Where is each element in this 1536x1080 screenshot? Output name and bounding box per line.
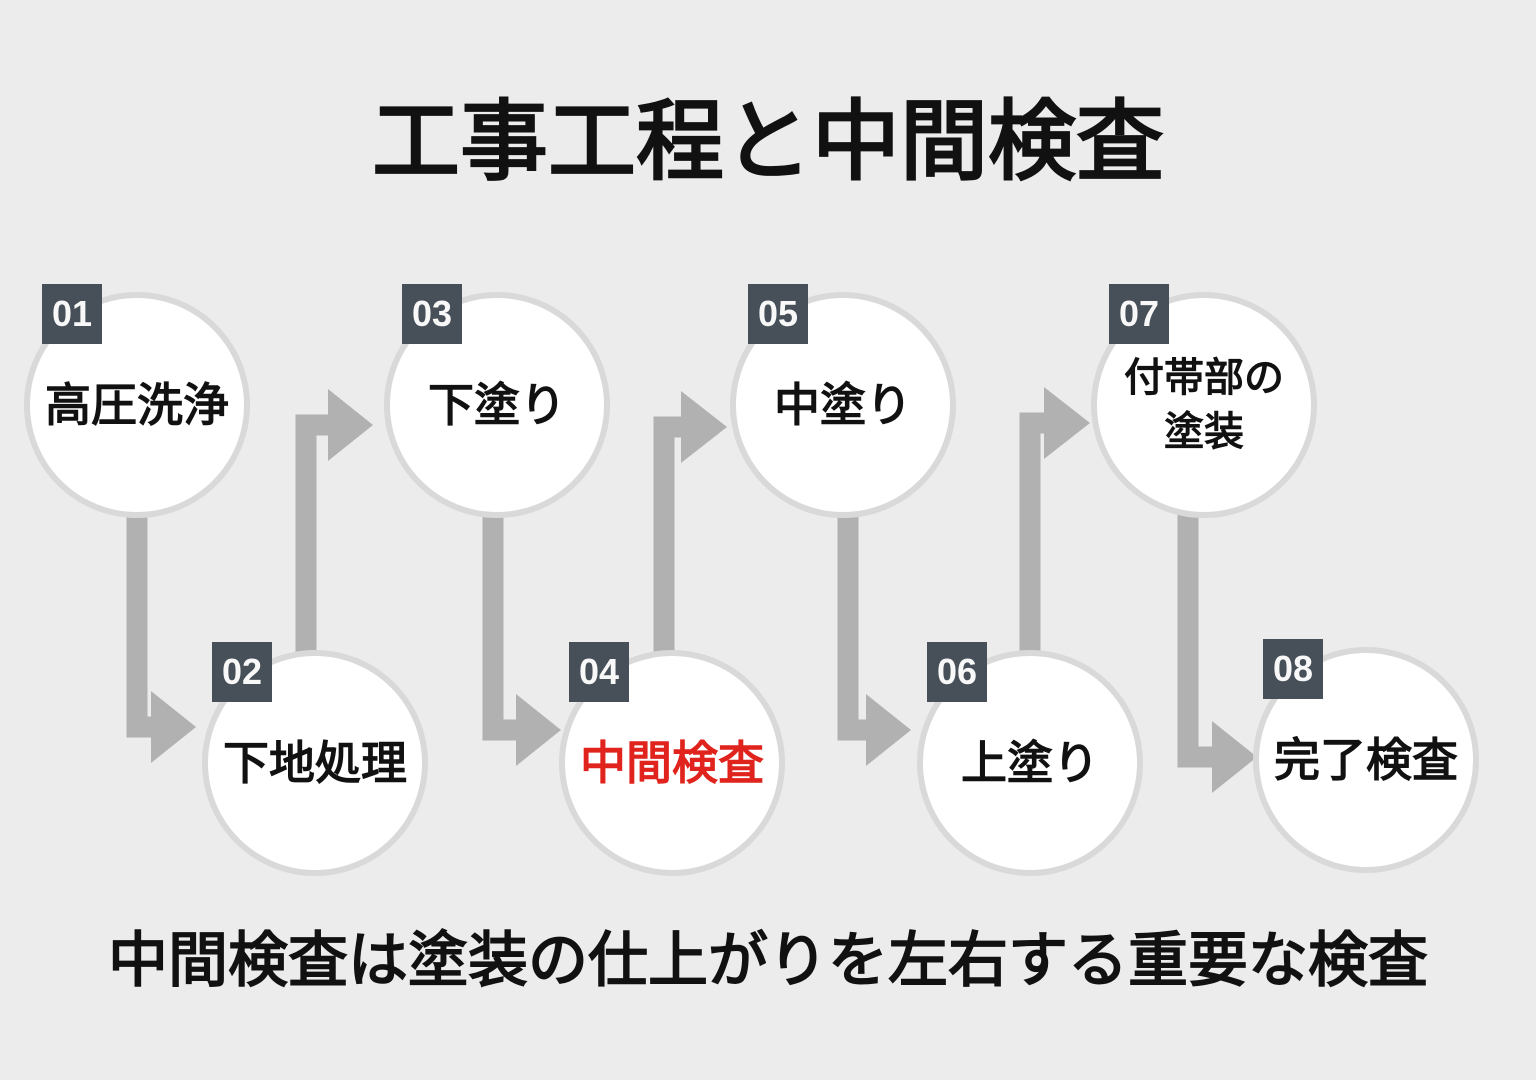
arrow-step7-to-step8 [1177, 490, 1257, 793]
step-label: 中塗り [774, 378, 912, 431]
step-number-badge: 03 [402, 284, 462, 344]
arrow-step6-to-step7 [1019, 387, 1090, 690]
footer-note: 中間検査は塗装の仕上がりを左右する重要な検査 [108, 927, 1428, 994]
arrow-step5-to-step6 [837, 490, 911, 766]
step-1-high-pressure-washing: 高圧洗浄 01 [24, 284, 250, 518]
arrow-step3-to-step4 [482, 490, 561, 766]
step-circle: 下塗り [384, 292, 610, 518]
step-label: 下地処理 [223, 736, 407, 789]
step-2-surface-preparation: 下地処理 02 [202, 642, 428, 876]
step-number-badge: 06 [927, 642, 987, 702]
step-label: 下塗り [428, 378, 566, 431]
step-circle: 下地処理 [202, 650, 428, 876]
step-label: 付帯部の 塗装 [1124, 356, 1284, 454]
step-7-accessory-parts-painting: 付帯部の 塗装 07 [1091, 284, 1317, 518]
page-title: 工事工程と中間検査 [371, 92, 1164, 191]
step-number: 03 [411, 293, 453, 334]
step-3-undercoat: 下塗り 03 [384, 284, 610, 518]
step-label-highlighted: 中間検査 [580, 736, 764, 789]
step-label: 高圧洗浄 [45, 378, 229, 431]
step-8-completion-inspection: 完了検査 08 [1253, 639, 1479, 873]
step-number-badge: 02 [212, 642, 272, 702]
step-label: 上塗り [961, 736, 1099, 789]
step-label: 完了検査 [1274, 733, 1458, 786]
step-6-top-coat: 上塗り 06 [917, 642, 1143, 876]
step-number-badge: 08 [1263, 639, 1323, 699]
step-number: 05 [757, 293, 799, 334]
step-number: 06 [936, 651, 978, 692]
step-number-badge: 05 [748, 284, 808, 344]
step-number: 01 [51, 293, 93, 334]
arrow-step2-to-step3 [295, 389, 373, 690]
step-number-badge: 04 [569, 642, 629, 702]
step-number: 04 [578, 651, 620, 692]
step-4-intermediate-inspection: 中間検査 04 [559, 642, 785, 876]
step-number-badge: 01 [42, 284, 102, 344]
step-number: 08 [1272, 648, 1314, 689]
step-number: 07 [1118, 293, 1160, 334]
step-number: 02 [221, 651, 263, 692]
arrow-step1-to-step2 [126, 490, 196, 763]
arrow-step4-to-step5 [653, 391, 727, 690]
step-number-badge: 07 [1109, 284, 1169, 344]
step-5-middle-coat: 中塗り 05 [730, 284, 956, 518]
